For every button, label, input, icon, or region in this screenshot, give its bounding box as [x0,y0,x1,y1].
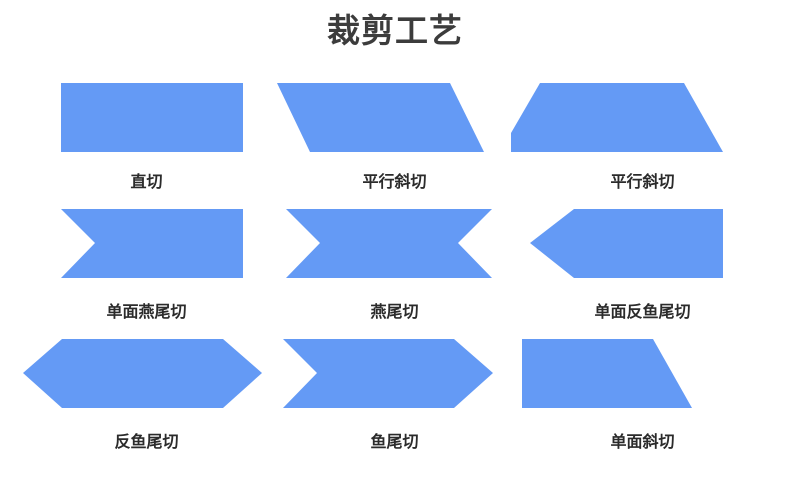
shape-polygon [23,339,262,408]
shape-figure-single-dovetail [15,200,278,300]
shape-figure-single-reverse-fishtail [511,200,774,300]
shape-cell-parallel-bevel-cut-a: 平行斜切 [263,70,526,200]
shape-caption: 单面反鱼尾切 [594,302,691,321]
shape-cell-single-bevel-cut: 单面斜切 [511,330,774,460]
shape-caption: 反鱼尾切 [114,432,179,451]
shape-figure-hexagon [15,330,278,430]
shape-grid: 直切 平行斜切 平行斜切 [0,70,790,470]
shape-cell-dovetail-cut: 燕尾切 [263,200,526,330]
shape-caption: 直切 [130,172,163,191]
shape-caption: 燕尾切 [370,302,419,321]
shape-polygon [530,209,723,278]
shape-cell-single-dovetail-cut: 单面燕尾切 [15,200,278,330]
shape-cell-single-reverse-fishtail-cut: 单面反鱼尾切 [511,200,774,330]
shape-cell-straight-cut: 直切 [15,70,278,200]
shape-caption: 平行斜切 [362,172,427,191]
shape-polygon [286,209,492,278]
shape-figure-double-dovetail [263,200,526,300]
shape-figure-parallelogram [263,70,526,170]
shape-polygon [283,339,493,408]
shape-polygon [522,339,692,408]
shape-polygon [61,83,243,152]
shape-caption: 平行斜切 [610,172,675,191]
shape-cell-fishtail-cut: 鱼尾切 [263,330,526,460]
shape-figure-right-trapezoid [511,330,774,430]
shape-figure-trapezoid [511,70,774,170]
shape-polygon [277,83,484,152]
shape-polygon [511,83,723,152]
shape-cell-parallel-bevel-cut-b: 平行斜切 [511,70,774,200]
page-title: 裁剪工艺 [327,11,463,50]
shape-figure-chevron [263,330,526,430]
shape-cell-reverse-fishtail-cut: 反鱼尾切 [15,330,278,460]
shape-figure-rectangle [15,70,278,170]
shape-caption: 单面燕尾切 [106,302,187,321]
shape-polygon [61,209,243,278]
shape-caption: 单面斜切 [610,432,675,451]
shape-caption: 鱼尾切 [370,432,419,451]
